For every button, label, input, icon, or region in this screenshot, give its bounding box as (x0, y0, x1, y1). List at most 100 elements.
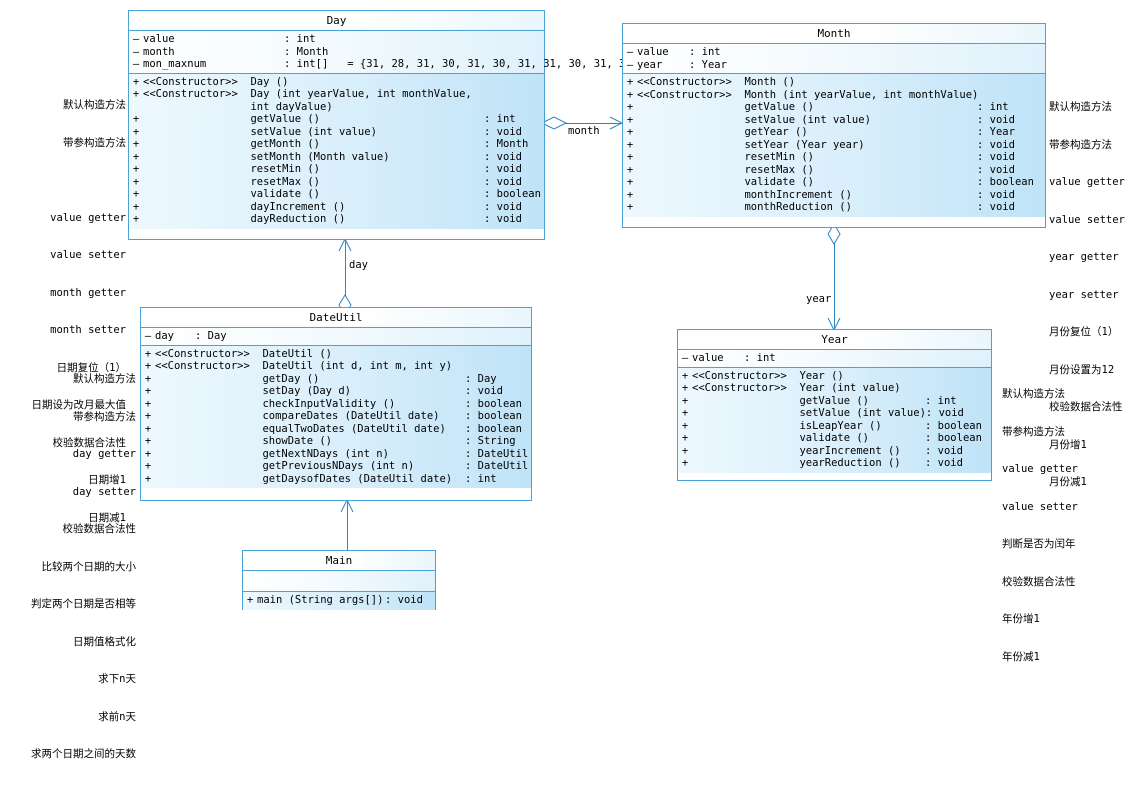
visibility: + (132, 125, 140, 138)
member-name: year (637, 58, 663, 71)
member-type: void (977, 151, 1045, 164)
member-name: getPreviousNDays (int n) (155, 460, 415, 472)
visibility: + (132, 75, 140, 88)
member-name: main (String args[]) (257, 594, 384, 606)
operation-row: + validate ()boolean (678, 432, 991, 445)
member-type: void (977, 139, 1045, 152)
member-name: day (155, 330, 174, 342)
member-type: void (926, 407, 992, 420)
class-box-main[interactable]: Main + main (String args[]) void (242, 550, 436, 610)
visibility: – (144, 330, 152, 342)
visibility: + (681, 419, 689, 432)
operation-row: +<<Constructor>> DateUtil (int d, int m,… (141, 360, 531, 373)
note-line: 月份复位（1） (1049, 326, 1119, 338)
class-box-day[interactable]: Day – value int – month Month – mon_maxn… (128, 10, 664, 240)
note-line: 月份增1 (1049, 438, 1087, 451)
member-type: void (925, 457, 991, 470)
member-name: resetMax () (637, 163, 815, 176)
visibility: + (626, 113, 634, 126)
class-attributes-dateutil: –day Day (141, 328, 531, 346)
visibility: + (132, 138, 140, 150)
member-type: void (385, 594, 435, 607)
member-name: value (637, 46, 669, 58)
member-name: getValue () (637, 101, 815, 113)
note-line: 校验数据合法性 (1049, 401, 1123, 413)
attribute-row: – month Month (129, 46, 544, 59)
operation-row: + isLeapYear ()boolean (678, 420, 991, 433)
note-line: 判定两个日期是否相等 (31, 598, 136, 610)
class-box-dateutil[interactable]: DateUtil –dayDay +<<Constructor>> DateUt… (140, 307, 532, 501)
operation-row: + dayReduction ()void (129, 213, 544, 226)
member-name: setYear (Year year) (637, 138, 865, 151)
visibility: + (144, 472, 152, 485)
member-name: getDay () (155, 372, 320, 385)
visibility: + (681, 382, 689, 394)
member-name: monthIncrement () (637, 188, 852, 201)
visibility: + (626, 151, 634, 163)
note-line: 日期减1 (88, 511, 126, 524)
note-line: 带参构造方法 (63, 136, 126, 149)
member-type: DateUtil (465, 460, 531, 473)
note-line: value setter (1049, 213, 1125, 226)
member-type: void (977, 164, 1045, 177)
member-type: int (484, 113, 544, 126)
visibility (129, 101, 143, 114)
member-name: dayIncrement () (143, 200, 346, 213)
notes-day: 默认构造方法 带参构造方法 value getter value setter … (0, 74, 127, 549)
connector-dateutil-day-line (345, 240, 346, 307)
member-name: setValue (int value) (143, 125, 377, 138)
visibility: – (132, 45, 140, 58)
note-line: 求前n天 (98, 710, 136, 723)
visibility: + (681, 369, 689, 382)
operation-row: + getValue ()int (623, 101, 1045, 114)
operation-row: + resetMax ()void (623, 164, 1045, 177)
note-line: 校验数据合法性 (62, 523, 137, 535)
member-type: Month (484, 138, 544, 151)
visibility: + (132, 213, 140, 225)
note-line: 默认构造方法 (63, 99, 126, 111)
visibility: + (626, 88, 634, 101)
member-type: Day (465, 373, 531, 386)
attribute-row: –valueint (678, 352, 991, 365)
class-attributes-year: –valueint (678, 350, 991, 368)
note-line: 年份增1 (1002, 613, 1040, 625)
visibility: – (626, 58, 634, 71)
member-name: getYear () (637, 126, 808, 138)
member-name: getValue () (143, 113, 321, 125)
member-type: int[] = {31, 28, 31, 30, 31, 30, 31, 31,… (284, 58, 664, 71)
member-type: boolean (925, 432, 991, 445)
member-type: boolean (465, 410, 531, 423)
class-title-year: Year (678, 330, 991, 350)
operation-row: + setMonth (Month value)void (129, 151, 544, 164)
visibility: + (144, 460, 152, 472)
note-line: value setter (1002, 500, 1078, 513)
attribute-row: – value int (129, 33, 544, 46)
class-operations-month: +<<Constructor>> Month () +<<Constructor… (623, 74, 1045, 217)
note-line: 求两个日期之间的天数 (31, 748, 136, 760)
operation-row: + getValue ()int (678, 395, 991, 408)
member-name: validate () (637, 176, 815, 188)
operation-row: +<<Constructor>> Year () (678, 370, 991, 383)
class-box-month[interactable]: Month –valueint –yearYear +<<Constructor… (622, 23, 1046, 228)
member-type: Day (195, 330, 227, 343)
visibility: + (144, 422, 152, 435)
member-name: isLeapYear () (692, 419, 882, 432)
member-name: equalTwoDates (DateUtil date) (155, 422, 446, 435)
member-name: dayReduction () (143, 213, 346, 225)
visibility: + (626, 138, 634, 151)
member-name: mon_maxnum (143, 58, 207, 70)
member-name: resetMin () (143, 163, 321, 175)
member-type: void (925, 445, 991, 458)
member-name: getDaysofDates (DateUtil date) (155, 472, 453, 485)
class-box-year[interactable]: Year –valueint +<<Constructor>> Year () … (677, 329, 992, 481)
member-type: void (977, 114, 1045, 127)
member-type: boolean (465, 398, 531, 411)
note-line: 月份减1 (1049, 476, 1087, 488)
member-type: boolean (484, 188, 544, 201)
visibility: + (144, 372, 152, 385)
operation-row: + getValue ()int (129, 113, 544, 126)
class-attributes-day: – value int – month Month – mon_maxnum i… (129, 31, 664, 74)
operation-row: +<<Constructor>> Day (int yearValue, int… (129, 88, 544, 101)
operation-row: +<<Constructor>> DateUtil () (141, 348, 531, 361)
member-name: yearReduction () (692, 457, 901, 469)
